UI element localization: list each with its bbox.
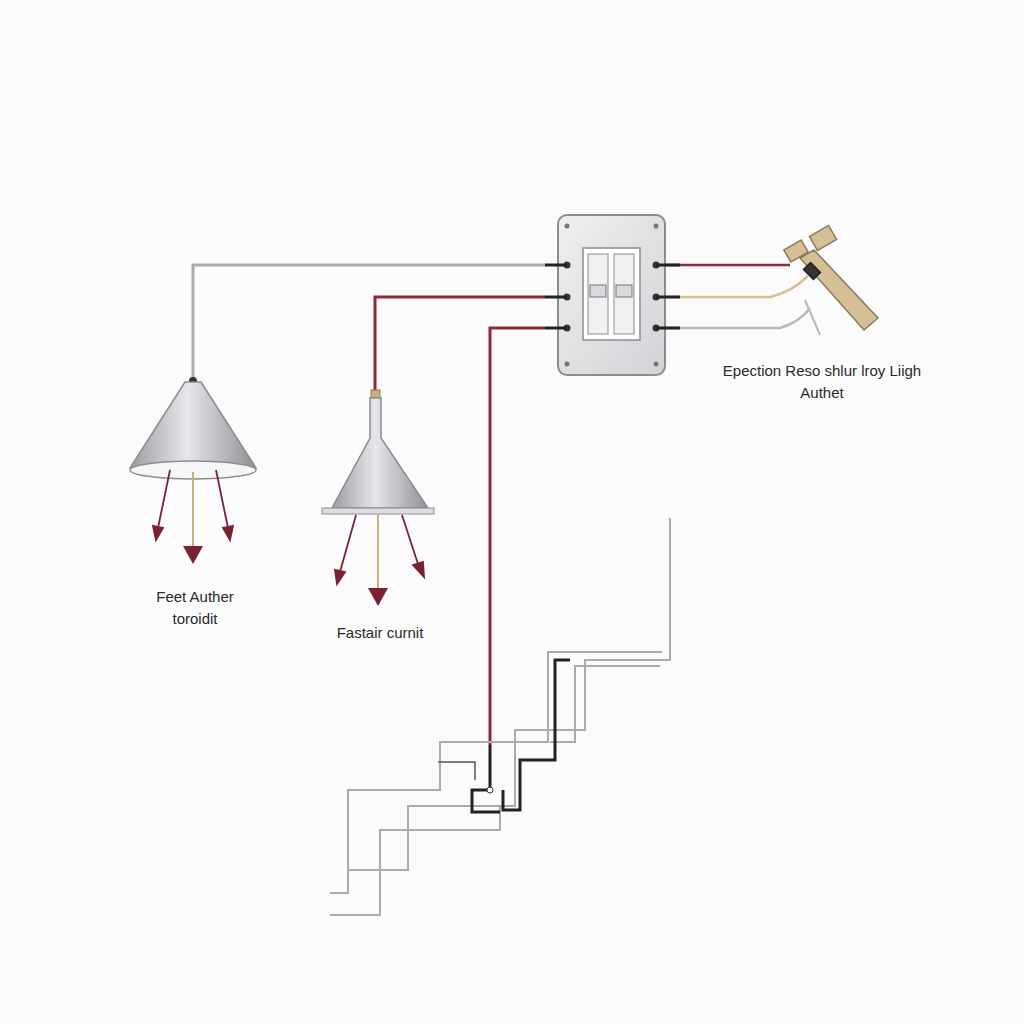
text-label: Feet Auther toroidit [141, 586, 249, 630]
text-label: Epection Reso shlur lroy Liigh Authet [722, 360, 922, 404]
text-label: Fastair curnit [295, 622, 465, 644]
